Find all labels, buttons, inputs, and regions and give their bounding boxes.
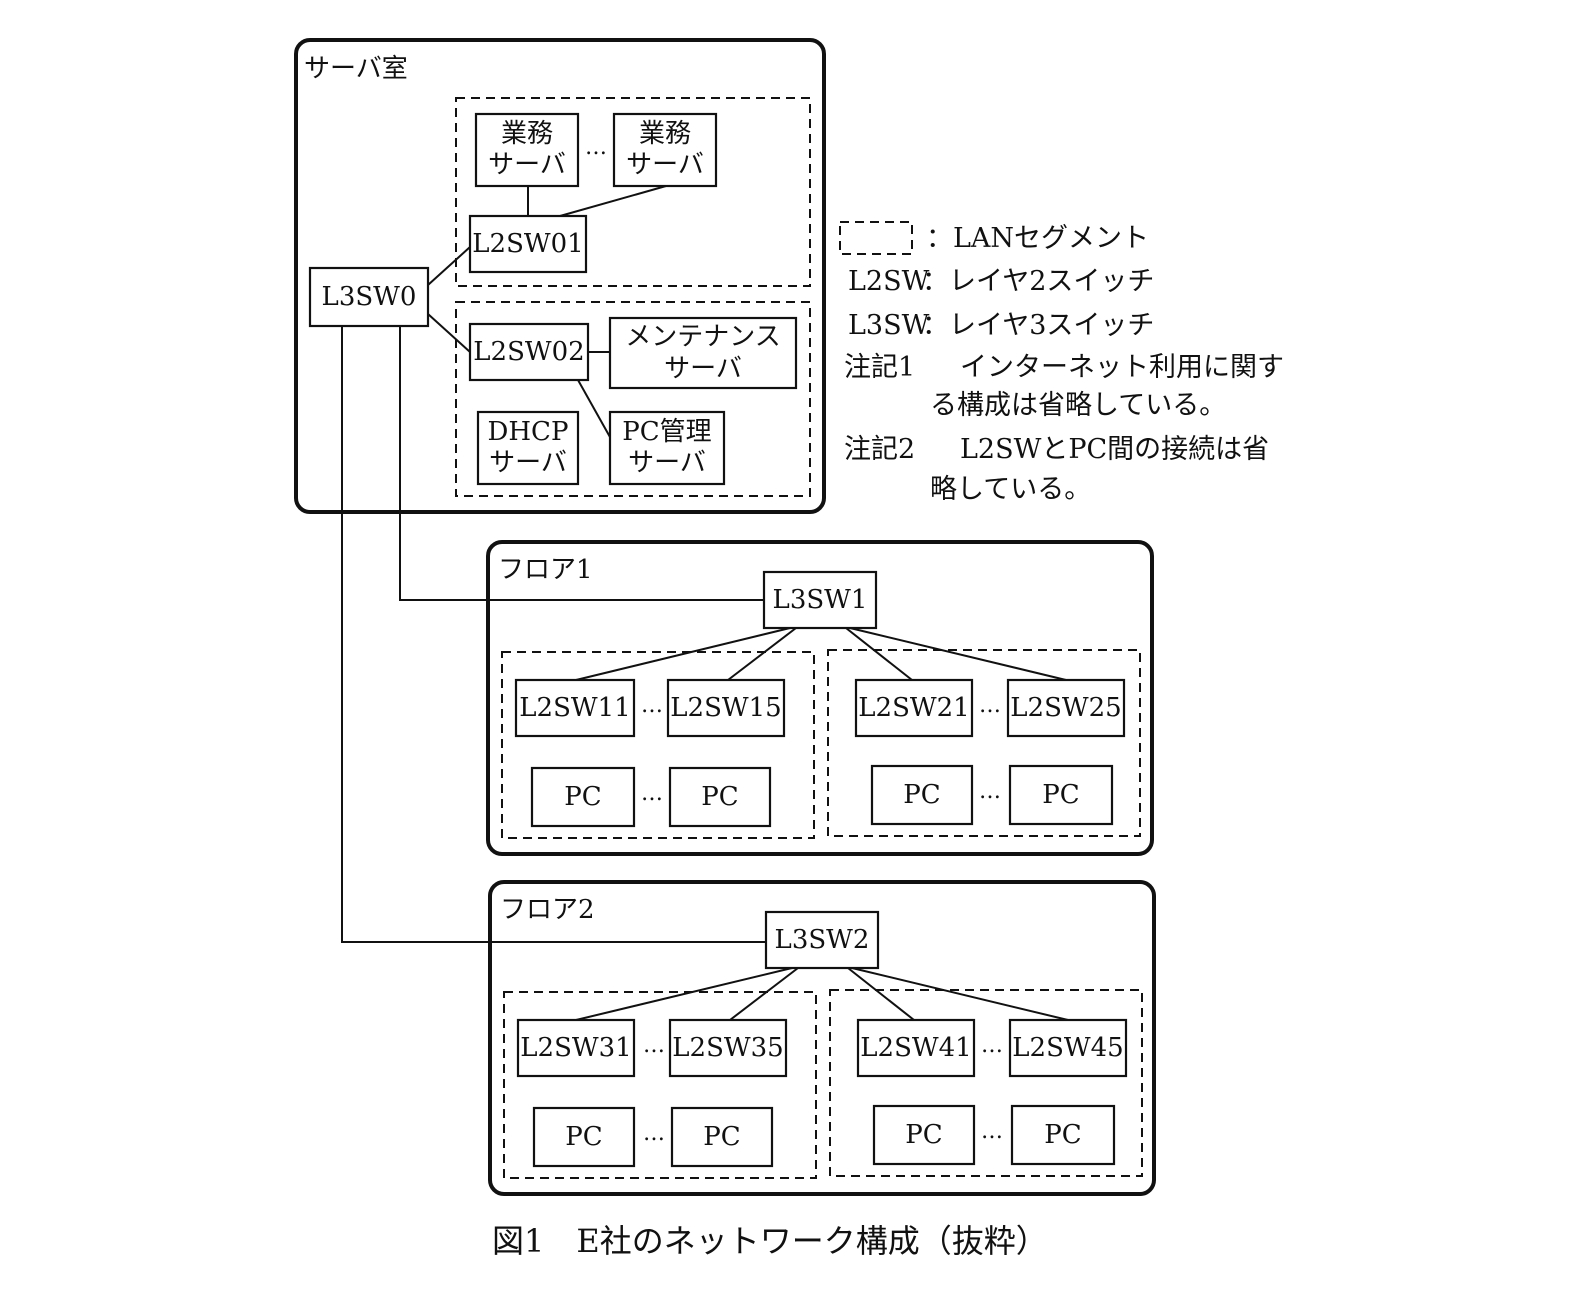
pc-label: PC — [1044, 1120, 1081, 1150]
maintenance-server: メンテナンス サーバ — [608, 316, 798, 390]
legend-segment-swatch — [839, 221, 913, 255]
floor2-title: フロア2 — [500, 895, 595, 925]
floor1-frame — [486, 540, 1154, 856]
figure-caption: 図1 E社のネットワーク構成（抜粋） — [492, 1222, 1048, 1260]
legend: ：LANセグメント L2SW ：レイヤ2スイッチ L3SW ：レイヤ3スイッチ … — [839, 221, 1284, 505]
pc-floor1-b-2: PC — [1008, 764, 1114, 826]
business-server-1-line2: サーバ — [488, 150, 566, 180]
dhcp-server-line2: サーバ — [489, 448, 567, 478]
maintenance-server-line1: メンテナンス — [625, 322, 780, 352]
lan-segment-business — [455, 97, 811, 287]
pc-floor2-a-1: PC — [532, 1106, 636, 1168]
legend-l3sw-desc: ：レイヤ3スイッチ — [922, 310, 1154, 341]
l3sw2-label: L3SW2 — [775, 925, 870, 955]
l3sw0-label: L3SW0 — [322, 282, 417, 312]
floor2-a-switch-ellipsis: … — [643, 1033, 665, 1058]
lan-segment-floor1-b — [827, 649, 1141, 837]
connection-lines — [341, 185, 1069, 1021]
floor1-a-pc-ellipsis: … — [641, 781, 663, 806]
l3sw1-switch: L3SW1 — [762, 570, 878, 630]
pc-management-server-line2: サーバ — [628, 448, 706, 478]
lan-segment-floor2-a — [503, 991, 817, 1179]
dhcp-server-line1: DHCP — [488, 417, 569, 447]
note1-line2: る構成は省略している。 — [930, 390, 1226, 421]
lan-segment-floor1-a — [501, 651, 815, 839]
l2sw35-label: L2SW35 — [672, 1033, 783, 1063]
l2sw15-label: L2SW15 — [670, 693, 781, 723]
pc-floor1-a-2: PC — [668, 766, 772, 828]
floor1-title: フロア1 — [498, 555, 593, 585]
business-server-ellipsis: … — [585, 135, 607, 160]
pc-label: PC — [703, 1122, 740, 1152]
pc-label: PC — [905, 1120, 942, 1150]
l2sw31-switch: L2SW31 — [516, 1018, 636, 1078]
pc-floor1-b-1: PC — [870, 764, 974, 826]
business-server-2-line2: サーバ — [626, 150, 704, 180]
l2sw11-switch: L2SW11 — [514, 678, 636, 738]
floor1-a-switch-ellipsis: … — [641, 693, 663, 718]
l2sw02-switch: L2SW02 — [468, 322, 590, 382]
l2sw01-switch: L2SW01 — [468, 214, 588, 274]
legend-l2sw-term: L2SW — [848, 266, 930, 297]
l2sw21-switch: L2SW21 — [854, 678, 974, 738]
dhcp-server: DHCP サーバ — [476, 410, 580, 486]
floor1-b-switch-ellipsis: … — [979, 693, 1001, 718]
pc-label: PC — [1042, 780, 1079, 810]
l2sw25-switch: L2SW25 — [1006, 678, 1126, 738]
l2sw01-label: L2SW01 — [472, 229, 583, 259]
pc-management-server-line1: PC管理 — [622, 417, 711, 447]
lan-segment-management — [455, 301, 811, 497]
l2sw25-label: L2SW25 — [1010, 693, 1121, 723]
business-server-2-line1: 業務 — [639, 119, 691, 149]
pc-label: PC — [564, 782, 601, 812]
floor2-frame — [488, 880, 1156, 1196]
legend-l2sw-desc: ：レイヤ2スイッチ — [922, 266, 1154, 297]
pc-floor1-a-1: PC — [530, 766, 636, 828]
legend-segment-text: ：LANセグメント — [926, 223, 1149, 254]
l3sw2-switch: L3SW2 — [764, 910, 880, 970]
l2sw45-switch: L2SW45 — [1008, 1018, 1128, 1078]
pc-floor2-b-1: PC — [872, 1104, 976, 1166]
business-server-1-line1: 業務 — [501, 119, 553, 149]
pc-label: PC — [903, 780, 940, 810]
lan-segment-floor2-b — [829, 989, 1143, 1177]
floor2-b-switch-ellipsis: … — [981, 1033, 1003, 1058]
note1-line1: インターネット利用に関す — [960, 352, 1284, 383]
pc-label: PC — [701, 782, 738, 812]
note2-label: 注記2 — [844, 434, 915, 465]
server-room-title: サーバ室 — [304, 54, 408, 84]
pc-label: PC — [565, 1122, 602, 1152]
pc-floor2-b-2: PC — [1010, 1104, 1116, 1166]
l2sw45-label: L2SW45 — [1012, 1033, 1123, 1063]
l3sw1-label: L3SW1 — [773, 585, 868, 615]
l3sw0-switch: L3SW0 — [308, 266, 430, 328]
l2sw11-label: L2SW11 — [519, 693, 630, 723]
l2sw35-switch: L2SW35 — [668, 1018, 788, 1078]
server-room-frame — [294, 38, 826, 514]
floor2-b-pc-ellipsis: … — [981, 1119, 1003, 1144]
l2sw41-switch: L2SW41 — [856, 1018, 976, 1078]
note2-line2: 略している。 — [930, 474, 1091, 505]
floor1-b-pc-ellipsis: … — [979, 779, 1001, 804]
l2sw15-switch: L2SW15 — [666, 678, 786, 738]
floor2-a-pc-ellipsis: … — [643, 1121, 665, 1146]
pc-management-server: PC管理 サーバ — [608, 410, 726, 486]
maintenance-server-line2: サーバ — [664, 354, 742, 384]
note1-label: 注記1 — [844, 352, 915, 383]
legend-l3sw-term: L3SW — [848, 310, 930, 341]
l2sw31-label: L2SW31 — [520, 1033, 631, 1063]
pc-floor2-a-2: PC — [670, 1106, 774, 1168]
l2sw21-label: L2SW21 — [858, 693, 969, 723]
note2-line1: L2SWとPC間の接続は省 — [960, 434, 1269, 465]
business-server-1: 業務 サーバ — [474, 112, 580, 188]
l2sw41-label: L2SW41 — [860, 1033, 971, 1063]
business-server-2: 業務 サーバ — [612, 112, 718, 188]
l2sw02-label: L2SW02 — [473, 337, 584, 367]
